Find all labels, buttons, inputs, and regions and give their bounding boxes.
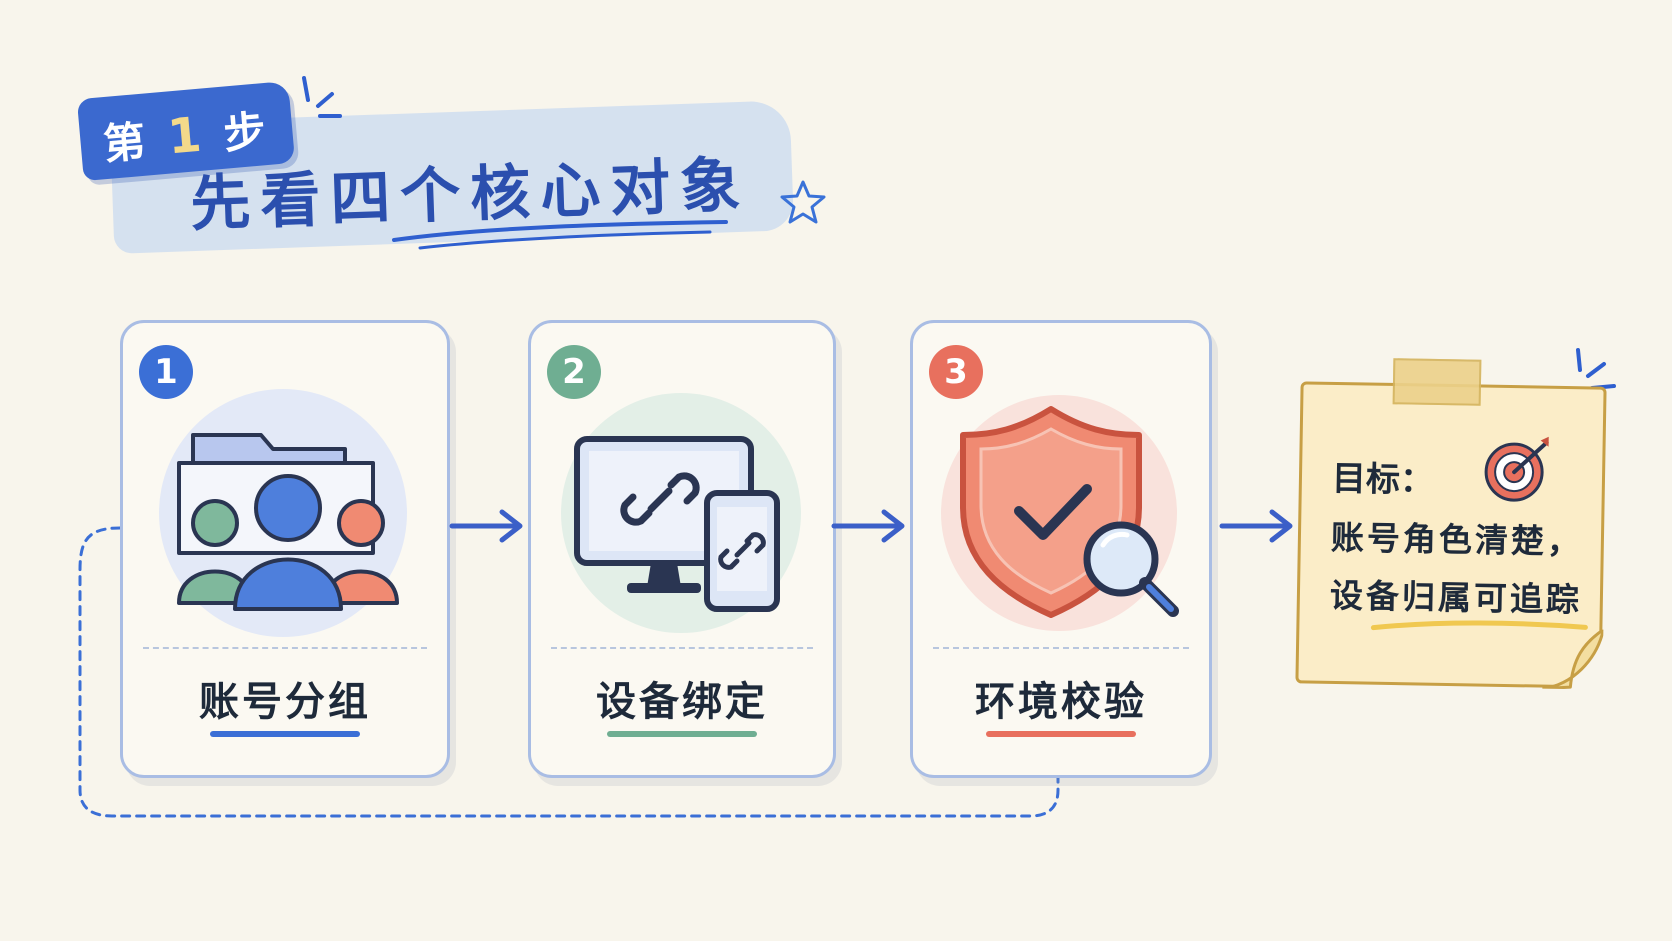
label-underline xyxy=(210,731,360,737)
tape xyxy=(1392,358,1482,406)
goal-heading: 目标： xyxy=(1331,458,1435,501)
arrow-right-icon xyxy=(449,509,523,543)
label-underline xyxy=(986,731,1136,737)
arrow-right-icon xyxy=(1219,509,1293,543)
goal-line-1: 账号角色清楚， xyxy=(1330,517,1584,562)
goal-note: 目标： 账号角色清楚， 设备归属可追踪 xyxy=(1295,381,1607,690)
step-card-3: 3 环境校验 xyxy=(910,320,1212,778)
step-label: 设备绑定 xyxy=(596,679,768,725)
star-icon xyxy=(780,180,826,224)
page-curl xyxy=(1542,628,1604,690)
step-number-badge: 1 xyxy=(139,345,193,399)
goal-underline xyxy=(1370,620,1588,631)
step-number-badge: 3 xyxy=(929,345,983,399)
step-card-2: 2 设备绑定 xyxy=(528,320,836,778)
step-card-1: 1 账号分组 xyxy=(120,320,450,778)
sparkle-icon xyxy=(302,76,342,118)
step-number-badge: 2 xyxy=(547,345,601,399)
device-link-icon xyxy=(561,393,801,633)
title-underline xyxy=(392,220,728,250)
card-divider xyxy=(143,647,427,649)
step-label: 环境校验 xyxy=(975,679,1147,725)
step-label: 账号分组 xyxy=(199,679,371,725)
goal-line-2: 设备归属可追踪 xyxy=(1329,575,1583,620)
label-underline xyxy=(607,731,757,737)
target-icon xyxy=(1484,436,1549,502)
card-divider xyxy=(933,647,1189,649)
card-divider xyxy=(551,647,813,649)
shield-check-icon xyxy=(941,395,1179,631)
arrow-right-icon xyxy=(831,509,905,543)
account-group-icon xyxy=(159,389,407,637)
